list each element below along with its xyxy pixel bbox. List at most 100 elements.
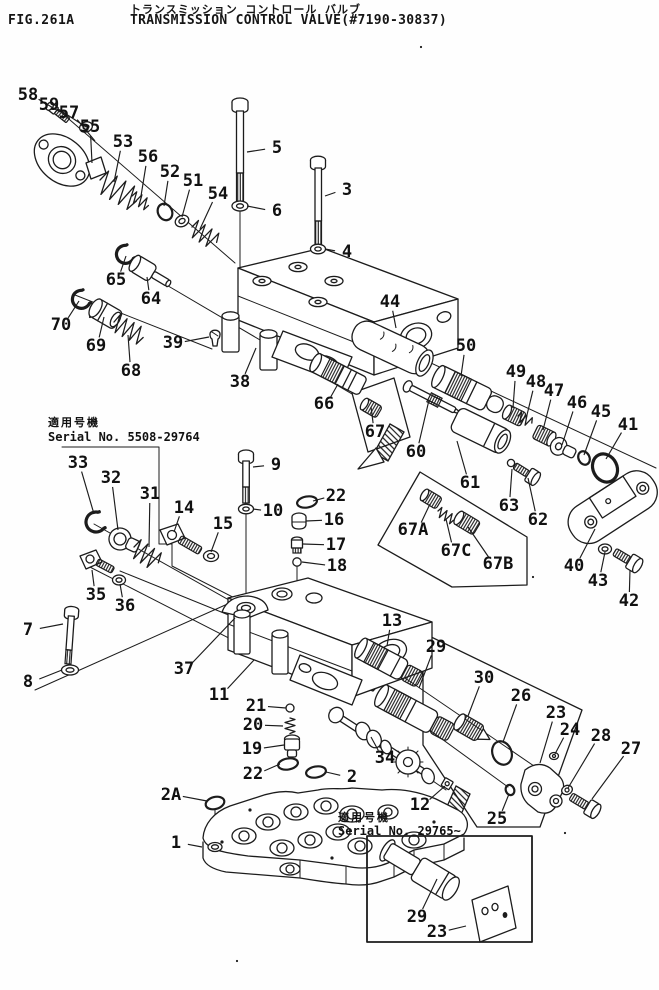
plug-64 bbox=[128, 254, 172, 288]
cap-16 bbox=[291, 512, 307, 530]
bolt-5 bbox=[231, 97, 249, 206]
top-bosses bbox=[252, 261, 344, 308]
leader-line-66 bbox=[330, 383, 339, 397]
serial2-detail-box bbox=[366, 835, 533, 943]
o-ring-2 bbox=[305, 765, 327, 779]
serial-note-2-en: Serial No. 29765~ bbox=[338, 824, 461, 838]
plug-19 bbox=[283, 734, 301, 758]
serial-note-1-en: Serial No. 5508-29764 bbox=[48, 430, 200, 444]
leader-line-26 bbox=[502, 704, 518, 743]
leader-line-2A bbox=[182, 795, 208, 802]
o-ring-22-upper bbox=[296, 495, 318, 509]
leader-line-53 bbox=[113, 150, 121, 183]
part-label-19: 19 bbox=[242, 739, 262, 759]
leader-line-23 bbox=[448, 925, 467, 931]
screw-39 bbox=[209, 329, 221, 347]
part-label-4: 4 bbox=[342, 242, 352, 262]
leader-line-67 bbox=[370, 406, 374, 424]
part-label-5: 5 bbox=[272, 138, 282, 158]
part-label-42: 42 bbox=[619, 591, 639, 611]
part-label-10: 10 bbox=[263, 501, 283, 521]
leader-line-34 bbox=[370, 736, 379, 751]
part-label-20: 20 bbox=[243, 715, 263, 735]
part-label-9: 9 bbox=[271, 455, 281, 475]
detail-arrow-upper bbox=[357, 423, 405, 470]
spool-29 bbox=[374, 684, 455, 741]
leader-line-46 bbox=[561, 411, 574, 446]
part-label-2: 2 bbox=[347, 767, 357, 787]
screw-62 bbox=[512, 462, 542, 487]
leader-line-6 bbox=[246, 205, 266, 211]
snap-ring-33 bbox=[84, 510, 107, 534]
leader-line-32 bbox=[112, 486, 119, 531]
part-label-23: 23 bbox=[427, 922, 447, 942]
leader-line-10 bbox=[252, 508, 262, 511]
part-label-46: 46 bbox=[567, 393, 587, 413]
leader-line-70 bbox=[67, 300, 80, 319]
part-label-60: 60 bbox=[406, 442, 426, 462]
page-title-japanese: トランスミッション コントロール バルブ bbox=[130, 3, 362, 16]
leader-line-11 bbox=[227, 659, 255, 690]
part-label-32: 32 bbox=[101, 468, 121, 488]
spring-56 bbox=[131, 191, 150, 211]
leader-line-31 bbox=[148, 502, 151, 548]
part-label-53: 53 bbox=[113, 132, 133, 152]
leader-line-47 bbox=[542, 399, 552, 431]
bolt-27 bbox=[569, 793, 602, 820]
part-label-45: 45 bbox=[591, 402, 611, 422]
bracket-40 bbox=[567, 470, 658, 545]
leader-line-36 bbox=[119, 583, 123, 598]
leader-line-43 bbox=[600, 551, 606, 573]
leader-line-42 bbox=[628, 569, 631, 593]
part-label-58: 58 bbox=[18, 85, 38, 105]
part-label-39: 39 bbox=[163, 333, 183, 353]
part-label-47: 47 bbox=[544, 381, 564, 401]
part-label-29: 29 bbox=[426, 637, 446, 657]
spool-50 bbox=[431, 364, 504, 414]
serial-note-1-ja: 適用号機 bbox=[48, 415, 100, 429]
spring-31 bbox=[132, 539, 162, 569]
leader-line-17 bbox=[302, 543, 325, 546]
part-label-18: 18 bbox=[327, 556, 347, 576]
leader-line-37 bbox=[192, 617, 236, 664]
part-label-67A: 67A bbox=[398, 520, 429, 540]
spring-67c bbox=[437, 506, 455, 525]
part-label-70: 70 bbox=[51, 315, 71, 335]
nut-15 bbox=[202, 549, 220, 563]
leader-line-22 bbox=[264, 763, 281, 772]
left-towers bbox=[221, 311, 278, 371]
leader-line-35 bbox=[91, 569, 95, 587]
part-label-33: 33 bbox=[68, 453, 88, 473]
part-label-63: 63 bbox=[499, 496, 519, 516]
serial-note-2-ja: 適用号機 bbox=[338, 810, 390, 824]
o-ring-26 bbox=[491, 740, 513, 766]
part-label-1: 1 bbox=[171, 833, 181, 853]
snap-ring-70 bbox=[70, 288, 93, 310]
ring-45 bbox=[577, 450, 591, 466]
leader-line-41 bbox=[605, 432, 622, 460]
part-label-64: 64 bbox=[141, 289, 161, 309]
part-label-7: 7 bbox=[23, 620, 33, 640]
part-label-65: 65 bbox=[106, 270, 126, 290]
washer-8 bbox=[60, 664, 80, 676]
spring-68 bbox=[113, 314, 144, 345]
part-label-50: 50 bbox=[456, 336, 476, 356]
part-label-15: 15 bbox=[213, 514, 233, 534]
detail-box-part-67 bbox=[351, 377, 411, 453]
part-label-55: 55 bbox=[80, 117, 100, 137]
part-label-51: 51 bbox=[183, 171, 203, 191]
toothed-wheel-34 bbox=[392, 746, 424, 778]
washer-28 bbox=[561, 784, 573, 796]
o-ring-25 bbox=[504, 783, 516, 797]
nut-36 bbox=[111, 574, 127, 586]
leader-line-45 bbox=[583, 420, 598, 456]
bolt-42 bbox=[612, 548, 644, 574]
part-label-57: 57 bbox=[59, 103, 79, 123]
flange-57 bbox=[33, 133, 91, 187]
leader-line-38 bbox=[244, 347, 257, 375]
part-label-48: 48 bbox=[526, 372, 546, 392]
ball-18 bbox=[292, 557, 302, 567]
part-label-37: 37 bbox=[174, 659, 194, 679]
part-label-8: 8 bbox=[23, 672, 33, 692]
